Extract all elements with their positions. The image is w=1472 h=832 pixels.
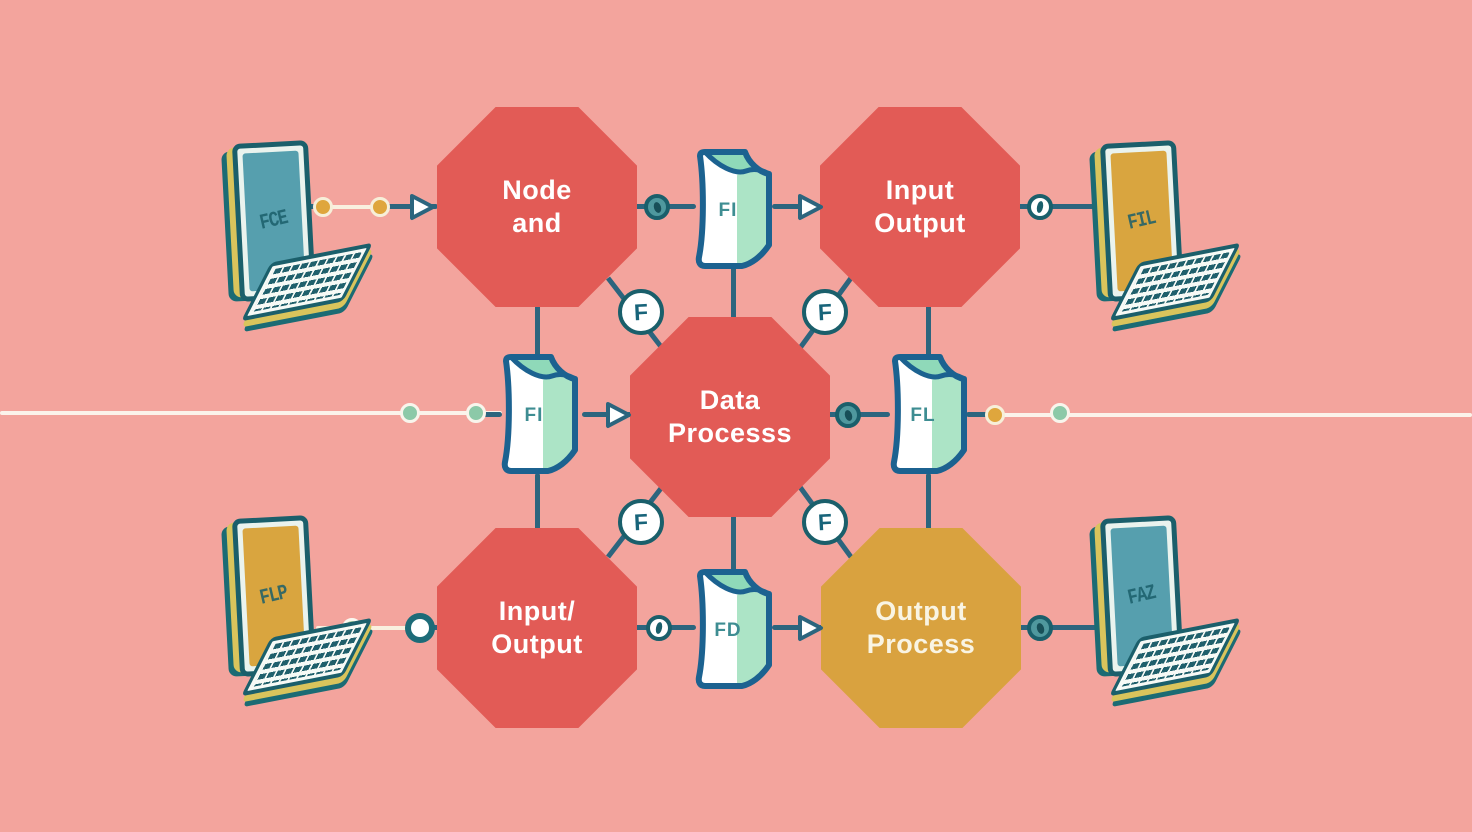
f-badge-letter: F [633,298,649,325]
connector-input-output-to-laptop [1016,204,1108,209]
io-connector-circle-top-right [1027,194,1053,220]
connector-doc-to-dot-mid [966,412,996,417]
connector-dot-to-doc-mid [478,412,502,417]
mint-dot-2 [466,403,486,423]
connector-doc-down-right [926,473,931,531]
node-label-line1: Input/ [498,596,576,627]
f-badge-letter: F [633,508,649,535]
node-label-line1: Input [885,175,955,206]
ring-connector-circle-bottom-left [405,613,435,643]
laptop-illustration-bottom-right: FAZ [1089,515,1242,697]
node-label: Output Process [867,595,976,661]
teal-connector-circle-bottom [1027,615,1053,641]
process-node-output-process: Output Process [821,528,1021,728]
f-badge-bottom-right: F [802,499,848,545]
gold-dot-2 [370,197,390,217]
connector-node-and-down [535,303,540,357]
connector-input-output-down [926,303,931,357]
document-icon-shape [695,149,772,269]
connector-doc-top-down [731,266,736,320]
arrowhead-into-data-process [606,402,631,428]
laptop-illustration-bottom-left: FLP [221,515,374,697]
node-label-line1: Data [699,385,761,416]
divider-line-left [0,411,502,415]
connector-doc-down-left [535,473,540,531]
mint-dot-3 [1050,403,1070,423]
node-label: Input Output [874,174,965,240]
teal-connector-circle-top [644,194,670,220]
f-badge-top-left: F [618,289,664,335]
laptop-screen-text: FLP [257,581,291,611]
document-label: FL [910,405,936,426]
f-badge-bottom-left: F [618,499,664,545]
node-label: Node and [502,174,572,240]
node-label-line1: Node [502,175,572,206]
process-node-input-output-top: Input Output [820,107,1020,307]
node-label-line2: and [512,208,562,238]
document-label: FI [524,405,544,426]
node-label-line2: Output [874,208,966,238]
connector-white-top-left [323,205,383,209]
laptop-illustration-top-right: FIL [1089,140,1242,322]
gold-dot-3 [985,405,1005,425]
gold-dot-1 [313,197,333,217]
document-icon-mid-left: FI [494,351,584,481]
connector-circle-to-input-output-bottom [428,625,442,630]
connector-white-bottom-left [316,626,428,630]
arrowhead-into-input-output-top [798,194,823,220]
f-badge-letter: F [817,298,833,325]
connector-data-process-down [731,514,736,572]
node-label: Data Processs [668,384,792,450]
document-icon-shape [695,569,772,689]
divider-line-right [992,413,1472,417]
mint-dot-1 [400,403,420,423]
laptop-screen-text: FAZ [1125,581,1159,611]
document-label: FI [718,200,738,221]
node-label: Input/ Output [491,595,582,661]
document-icon-top: FI [688,146,778,276]
laptop-screen-text: FCE [257,206,291,236]
f-badge-top-right: F [802,289,848,335]
process-node-node-and: Node and [437,107,637,307]
process-node-input-output-bottom: Input/ Output [437,528,637,728]
node-label-line1: Output [875,596,967,627]
connector-dot-to-node-and [376,204,438,209]
document-icon-bottom: FD [688,566,778,696]
node-label-line2: Output [491,629,583,659]
node-label-line2: Process [866,629,976,659]
connector-output-process-to-laptop [1014,625,1108,630]
teal-connector-circle-mid [835,402,861,428]
document-icon-shape [890,354,967,474]
laptop-illustration-top-left: FCE [221,140,374,322]
f-badge-letter: F [817,508,833,535]
document-icon-mid-right: FL [883,351,973,481]
node-label-line2: Processs [667,418,793,448]
arrowhead-into-node-and [410,194,435,220]
process-node-data-process: Data Processs [630,317,830,517]
laptop-screen-text: FIL [1125,206,1159,236]
document-icon-shape [501,354,578,474]
document-label: FD [714,620,742,641]
io-connector-circle-bottom-mid [646,615,672,641]
arrowhead-into-output-process [798,615,823,641]
